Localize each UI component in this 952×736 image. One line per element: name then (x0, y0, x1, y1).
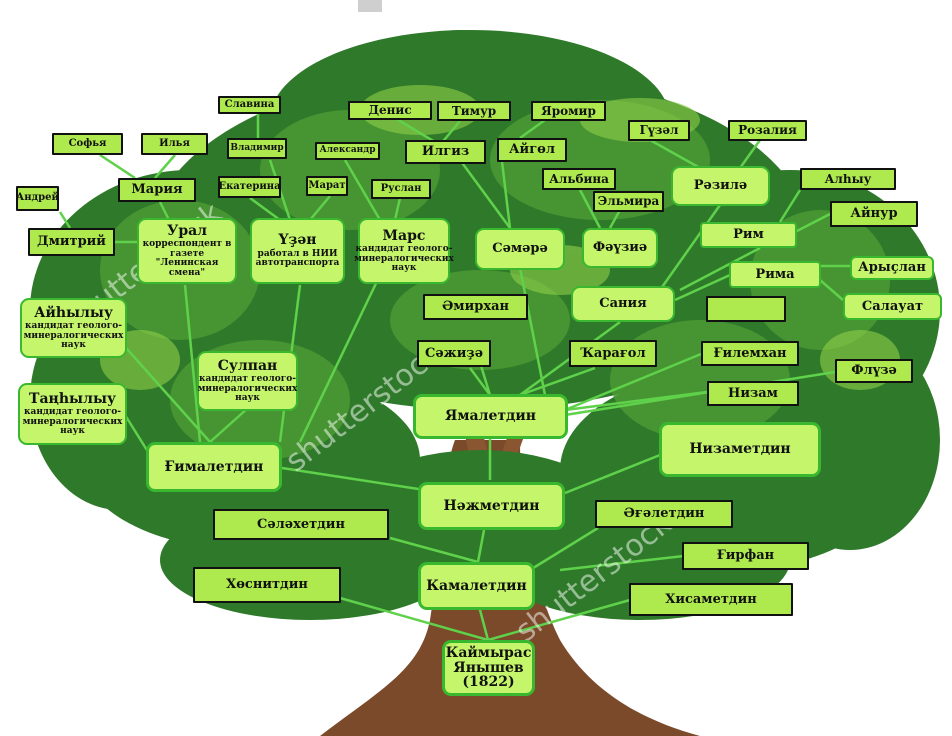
node-agaletdin: Әғәлетдин (595, 500, 733, 528)
node-sofya: Софья (52, 133, 123, 155)
node-sulpan: Сулпан кандидат геолого-минералогических… (197, 351, 298, 411)
node-dmitriy: Дмитрий (28, 228, 115, 256)
node-slavina: Славина (218, 96, 281, 114)
node-rozaliya: Розалия (728, 120, 807, 141)
node-andrey: Андрей (16, 186, 59, 211)
node-yaromir: Яромир (531, 101, 606, 121)
node-nizam: Низам (707, 381, 799, 406)
image-fragment (358, 0, 382, 12)
node-samara: Сәмәрә (475, 228, 565, 270)
node-kamaletdin: Камалетдин (418, 562, 535, 610)
node-rezile: Рәзилә (671, 166, 770, 206)
node-sazhida: Сәжиҙә (417, 340, 491, 367)
node-uzan: Үҙән работал в НИИ автотранспорта (250, 218, 345, 284)
node-khisametdin: Хисаметдин (629, 583, 793, 616)
node-mariya: Мария (118, 178, 196, 202)
node-mars: Марс кандидат геолого-минералогических н… (354, 218, 454, 284)
node-ekaterina: Екатерина (218, 176, 281, 198)
node-fauza: Фәүзиә (582, 228, 658, 268)
node-amirkhan: Әмирхан (423, 294, 528, 320)
node-guzal: Гүзәл (628, 120, 690, 141)
node-albina: Альбина (542, 168, 616, 190)
node-vladimir: Владимир (227, 138, 287, 159)
node-aleksandr: Александр (315, 142, 380, 160)
node-salakhetdin: Сәләхетдин (213, 509, 389, 540)
node-timur: Тимур (437, 101, 511, 121)
node-ural: Урал корреспондент в газете "Ленинская с… (137, 218, 237, 284)
node-saniya: Сания (571, 286, 675, 322)
node-rim: Рим (700, 222, 797, 248)
node-marat: Марат (306, 176, 348, 196)
node-ruslan: Руслан (371, 179, 431, 199)
node-tanhylyu: Таңһылыу кандидат геолого-минералогическ… (18, 383, 127, 445)
node-nizametdin: Низаметдин (659, 422, 821, 477)
node-salauat: Салауат (843, 293, 942, 320)
node-khosnitdin: Хөснитдин (193, 567, 341, 603)
node-aynur: Айнур (830, 201, 918, 227)
node-rima: Рима (729, 261, 821, 288)
node-elmira: Эльмира (593, 191, 664, 212)
node-gilemkhan: Ғилемхан (701, 341, 799, 366)
node-girfan: Ғирфан (682, 542, 809, 570)
node-aygol: Айгөл (497, 138, 567, 162)
node-flyuza: Флүзә (835, 359, 913, 383)
node-ilgiz: Илгиз (405, 140, 486, 164)
node-alhyu: Алһыу (800, 168, 896, 190)
node-karagol: Ҡарағол (569, 340, 657, 367)
node-root: Каймырас Янышев (1822) (442, 640, 535, 696)
node-blank (706, 296, 786, 322)
node-gimaletdin: Ғималетдин (146, 442, 282, 492)
node-yamaletdin: Ямалетдин (413, 394, 568, 439)
node-aryslan: Арыҫлан (850, 256, 934, 280)
node-ilya: Илья (141, 133, 208, 155)
node-ayhylyu: Айһылыу кандидат геолого-минералогически… (20, 298, 127, 358)
node-nazhmetdin: Нәжметдин (418, 482, 565, 530)
node-denis: Денис (348, 101, 432, 120)
